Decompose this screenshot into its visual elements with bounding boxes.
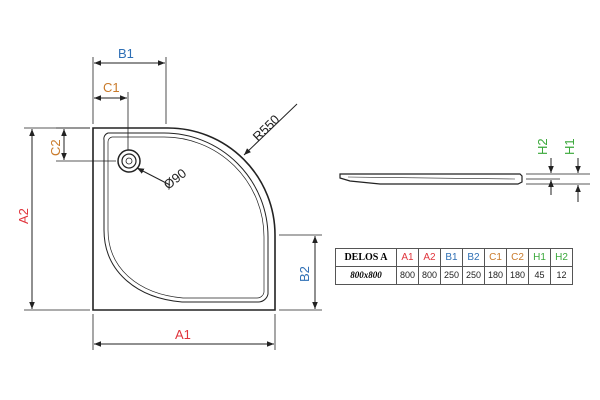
col-c1: C1: [484, 248, 507, 267]
value-h2: 12: [550, 266, 573, 285]
a2-label: A2: [16, 208, 31, 224]
col-h2: H2: [550, 248, 573, 267]
h2-label: H2: [535, 138, 550, 155]
col-a2: A2: [418, 248, 441, 267]
col-b1: B1: [440, 248, 463, 267]
value-a1: 800: [396, 266, 419, 285]
h1-label: H1: [562, 138, 577, 155]
col-b2: B2: [462, 248, 485, 267]
drain-inner: [121, 153, 137, 169]
dimensions-table: DELOS A A1 A2 B1 B2 C1 C2 H1 H2 800x800 …: [335, 248, 573, 285]
a1-label: A1: [175, 327, 191, 342]
value-c2: 180: [506, 266, 529, 285]
table-row: 800x800 800 800 250 250 180 180 45 12: [335, 266, 573, 285]
col-h1: H1: [528, 248, 551, 267]
col-c2: C2: [506, 248, 529, 267]
c2-label: C2: [48, 139, 63, 156]
table-header-row: DELOS A A1 A2 B1 B2 C1 C2 H1 H2: [335, 248, 573, 267]
radius-leader: [243, 103, 298, 156]
c1-label: C1: [103, 80, 120, 95]
radius-label: R550: [250, 112, 283, 144]
drain-outer: [117, 149, 141, 173]
value-b1: 250: [440, 266, 463, 285]
tray-inner-lip: [107, 136, 265, 299]
drain-leader: [136, 167, 171, 186]
value-c1: 180: [484, 266, 507, 285]
value-h1: 45: [528, 266, 551, 285]
drain-center: [125, 157, 133, 165]
value-a2: 800: [418, 266, 441, 285]
value-b2: 250: [462, 266, 485, 285]
tray-inner-outline: [103, 132, 269, 303]
b1-label: B1: [118, 46, 134, 61]
model-name: DELOS A: [335, 248, 397, 267]
profile-inner: [347, 176, 516, 180]
b2-label: B2: [297, 266, 312, 282]
col-a1: A1: [396, 248, 419, 267]
model-variant: 800x800: [335, 266, 397, 285]
profile-view: [339, 173, 523, 185]
